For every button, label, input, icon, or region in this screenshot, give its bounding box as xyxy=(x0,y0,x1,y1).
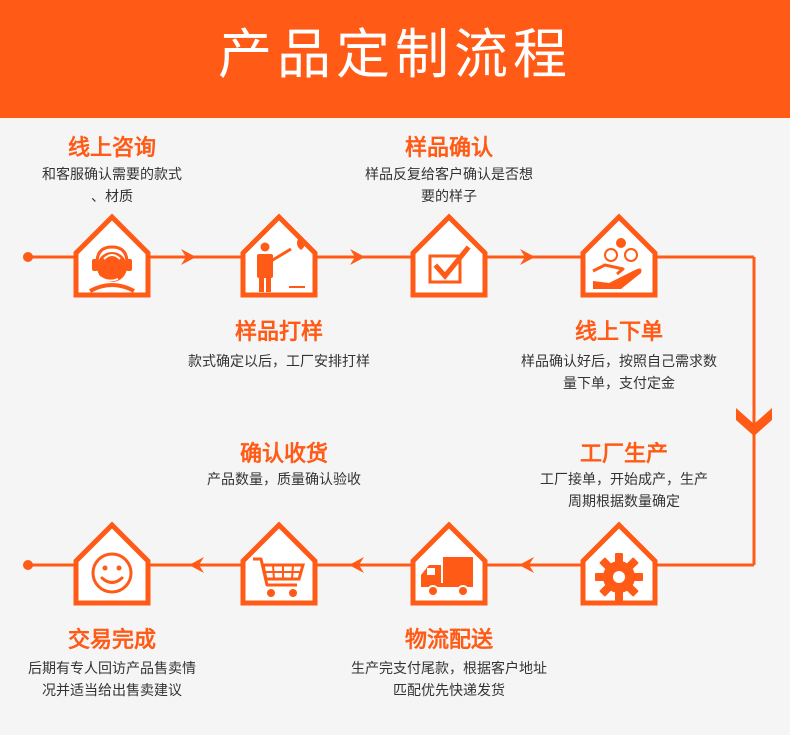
smiley-face-icon xyxy=(91,552,133,594)
presenter-heart-icon xyxy=(257,238,305,292)
step-2-desc: 款式确定以后，工厂安排打样 xyxy=(144,351,414,373)
arrow-left-1 xyxy=(519,557,534,573)
step-8-desc-line: 后期有专人回访产品售卖情 xyxy=(28,661,196,677)
arrow-right-1 xyxy=(181,249,196,265)
step-6-desc-line: 生产完支付尾款，根据客户地址 xyxy=(351,661,547,677)
step-3-desc: 样品反复给客户确认是否想 要的样子 xyxy=(324,164,574,208)
step-7-desc-line: 产品数量，质量确认验收 xyxy=(207,472,361,488)
shopping-cart-icon xyxy=(253,557,305,597)
step-1-desc: 和客服确认需要的款式 、材质 xyxy=(2,164,222,208)
step-3-node xyxy=(413,217,485,295)
step-8-title: 交易完成 xyxy=(67,628,156,653)
step-5-desc: 工厂接单，开始成产，生产 周期根据数量确定 xyxy=(504,469,744,513)
gear-icon xyxy=(595,553,643,601)
step-5-title: 工厂生产 xyxy=(579,442,668,467)
arrow-down-icon xyxy=(736,408,772,436)
step-7-desc: 产品数量，质量确认验收 xyxy=(164,469,404,491)
step-8-desc: 后期有专人回访产品售卖情 况并适当给出售卖建议 xyxy=(2,658,222,702)
step-6-desc: 生产完支付尾款，根据客户地址 匹配优先快递发货 xyxy=(319,658,579,702)
arrow-left-2 xyxy=(349,557,364,573)
headset-support-icon xyxy=(89,245,135,293)
flow-line-row1 xyxy=(23,249,754,265)
step-7-title: 确认收货 xyxy=(239,442,328,467)
flow-line-row2 xyxy=(23,557,754,573)
step-1-node xyxy=(76,217,148,295)
step-5-desc-line: 周期根据数量确定 xyxy=(568,494,680,510)
step-3-desc-line: 要的样子 xyxy=(421,189,477,205)
step-5-desc-line: 工厂接单，开始成产，生产 xyxy=(540,472,708,488)
step-1-desc-line: 和客服确认需要的款式 xyxy=(42,167,182,183)
arrow-right-2 xyxy=(350,249,365,265)
header-banner: 产品定制流程 xyxy=(0,0,790,118)
coins-hand-icon xyxy=(592,238,642,289)
step-4-node xyxy=(583,217,655,295)
step-4-desc-line: 量下单，支付定金 xyxy=(563,376,675,392)
step-4-desc-line: 样品确认好后，按照自己需求数 xyxy=(521,354,717,370)
checkbox-icon xyxy=(428,245,471,284)
delivery-truck-icon xyxy=(421,557,473,597)
step-2-node xyxy=(243,217,315,295)
step-3-desc-line: 样品反复给客户确认是否想 xyxy=(365,167,533,183)
step-8-node xyxy=(76,525,148,603)
page-title: 产品定制流程 xyxy=(218,23,572,86)
step-6-node xyxy=(413,525,485,603)
step-6-title: 物流配送 xyxy=(404,628,493,653)
flow-line-right xyxy=(736,257,772,565)
step-4-desc: 样品确认好后，按照自己需求数 量下单，支付定金 xyxy=(489,351,749,395)
step-7-node xyxy=(243,525,315,603)
step-4-title: 线上下单 xyxy=(574,320,663,345)
step-3-title: 样品确认 xyxy=(404,136,493,161)
arrow-left-3 xyxy=(189,557,204,573)
step-2-desc-line: 款式确定以后，工厂安排打样 xyxy=(188,354,370,370)
step-1-title: 线上咨询 xyxy=(67,136,156,161)
step-8-desc-line: 况并适当给出售卖建议 xyxy=(42,683,182,699)
end-dot xyxy=(23,560,33,570)
step-5-node xyxy=(583,525,655,603)
step-2-title: 样品打样 xyxy=(234,320,323,345)
step-6-desc-line: 匹配优先快递发货 xyxy=(393,683,505,699)
step-1-desc-line: 、材质 xyxy=(91,189,133,205)
arrow-right-3 xyxy=(520,249,535,265)
